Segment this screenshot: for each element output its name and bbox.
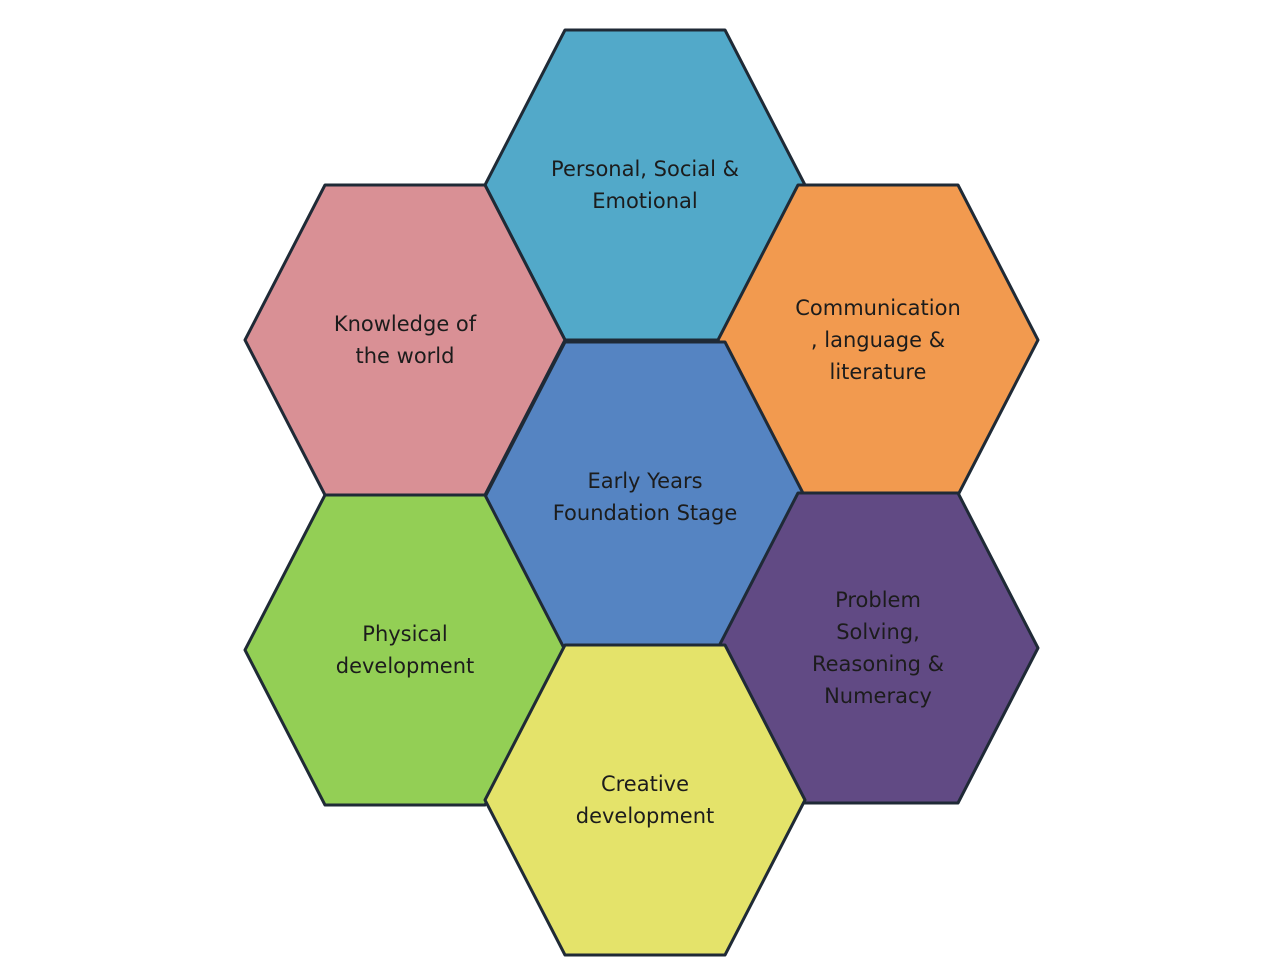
hexagon-label-line: literature	[830, 360, 927, 384]
hexagon-label-line: Early Years	[587, 469, 702, 493]
hexagon-creative-development: Creative development	[483, 643, 807, 957]
hexagon-label-line: , language &	[811, 328, 945, 352]
hexagon-label-line: Communication	[795, 296, 961, 320]
hexagon-label-line: Emotional	[592, 189, 698, 213]
hexagon-label-line: Knowledge of	[334, 312, 477, 336]
hexagon-label-line: Physical	[362, 622, 447, 646]
hexagon-physical-development: Physical development	[243, 493, 567, 807]
hexagon-label-line: Personal, Social &	[551, 157, 739, 181]
hexagon-label-line: Foundation Stage	[553, 501, 738, 525]
hexagon-label-line: Solving,	[836, 620, 920, 644]
hexagon-label-line: development	[576, 804, 715, 828]
hexagon-label-line: Numeracy	[824, 684, 932, 708]
hexagon-label-line: Problem	[835, 588, 921, 612]
hexagon-label-line: development	[336, 654, 475, 678]
hexagon-label-line: Reasoning &	[812, 652, 944, 676]
hexagon-communication-language-literature: Communication , language & literature	[716, 183, 1040, 497]
hexagon-shape	[483, 643, 807, 957]
hexagon-label-line: Creative	[601, 772, 689, 796]
hexagon-label-line: the world	[356, 344, 455, 368]
